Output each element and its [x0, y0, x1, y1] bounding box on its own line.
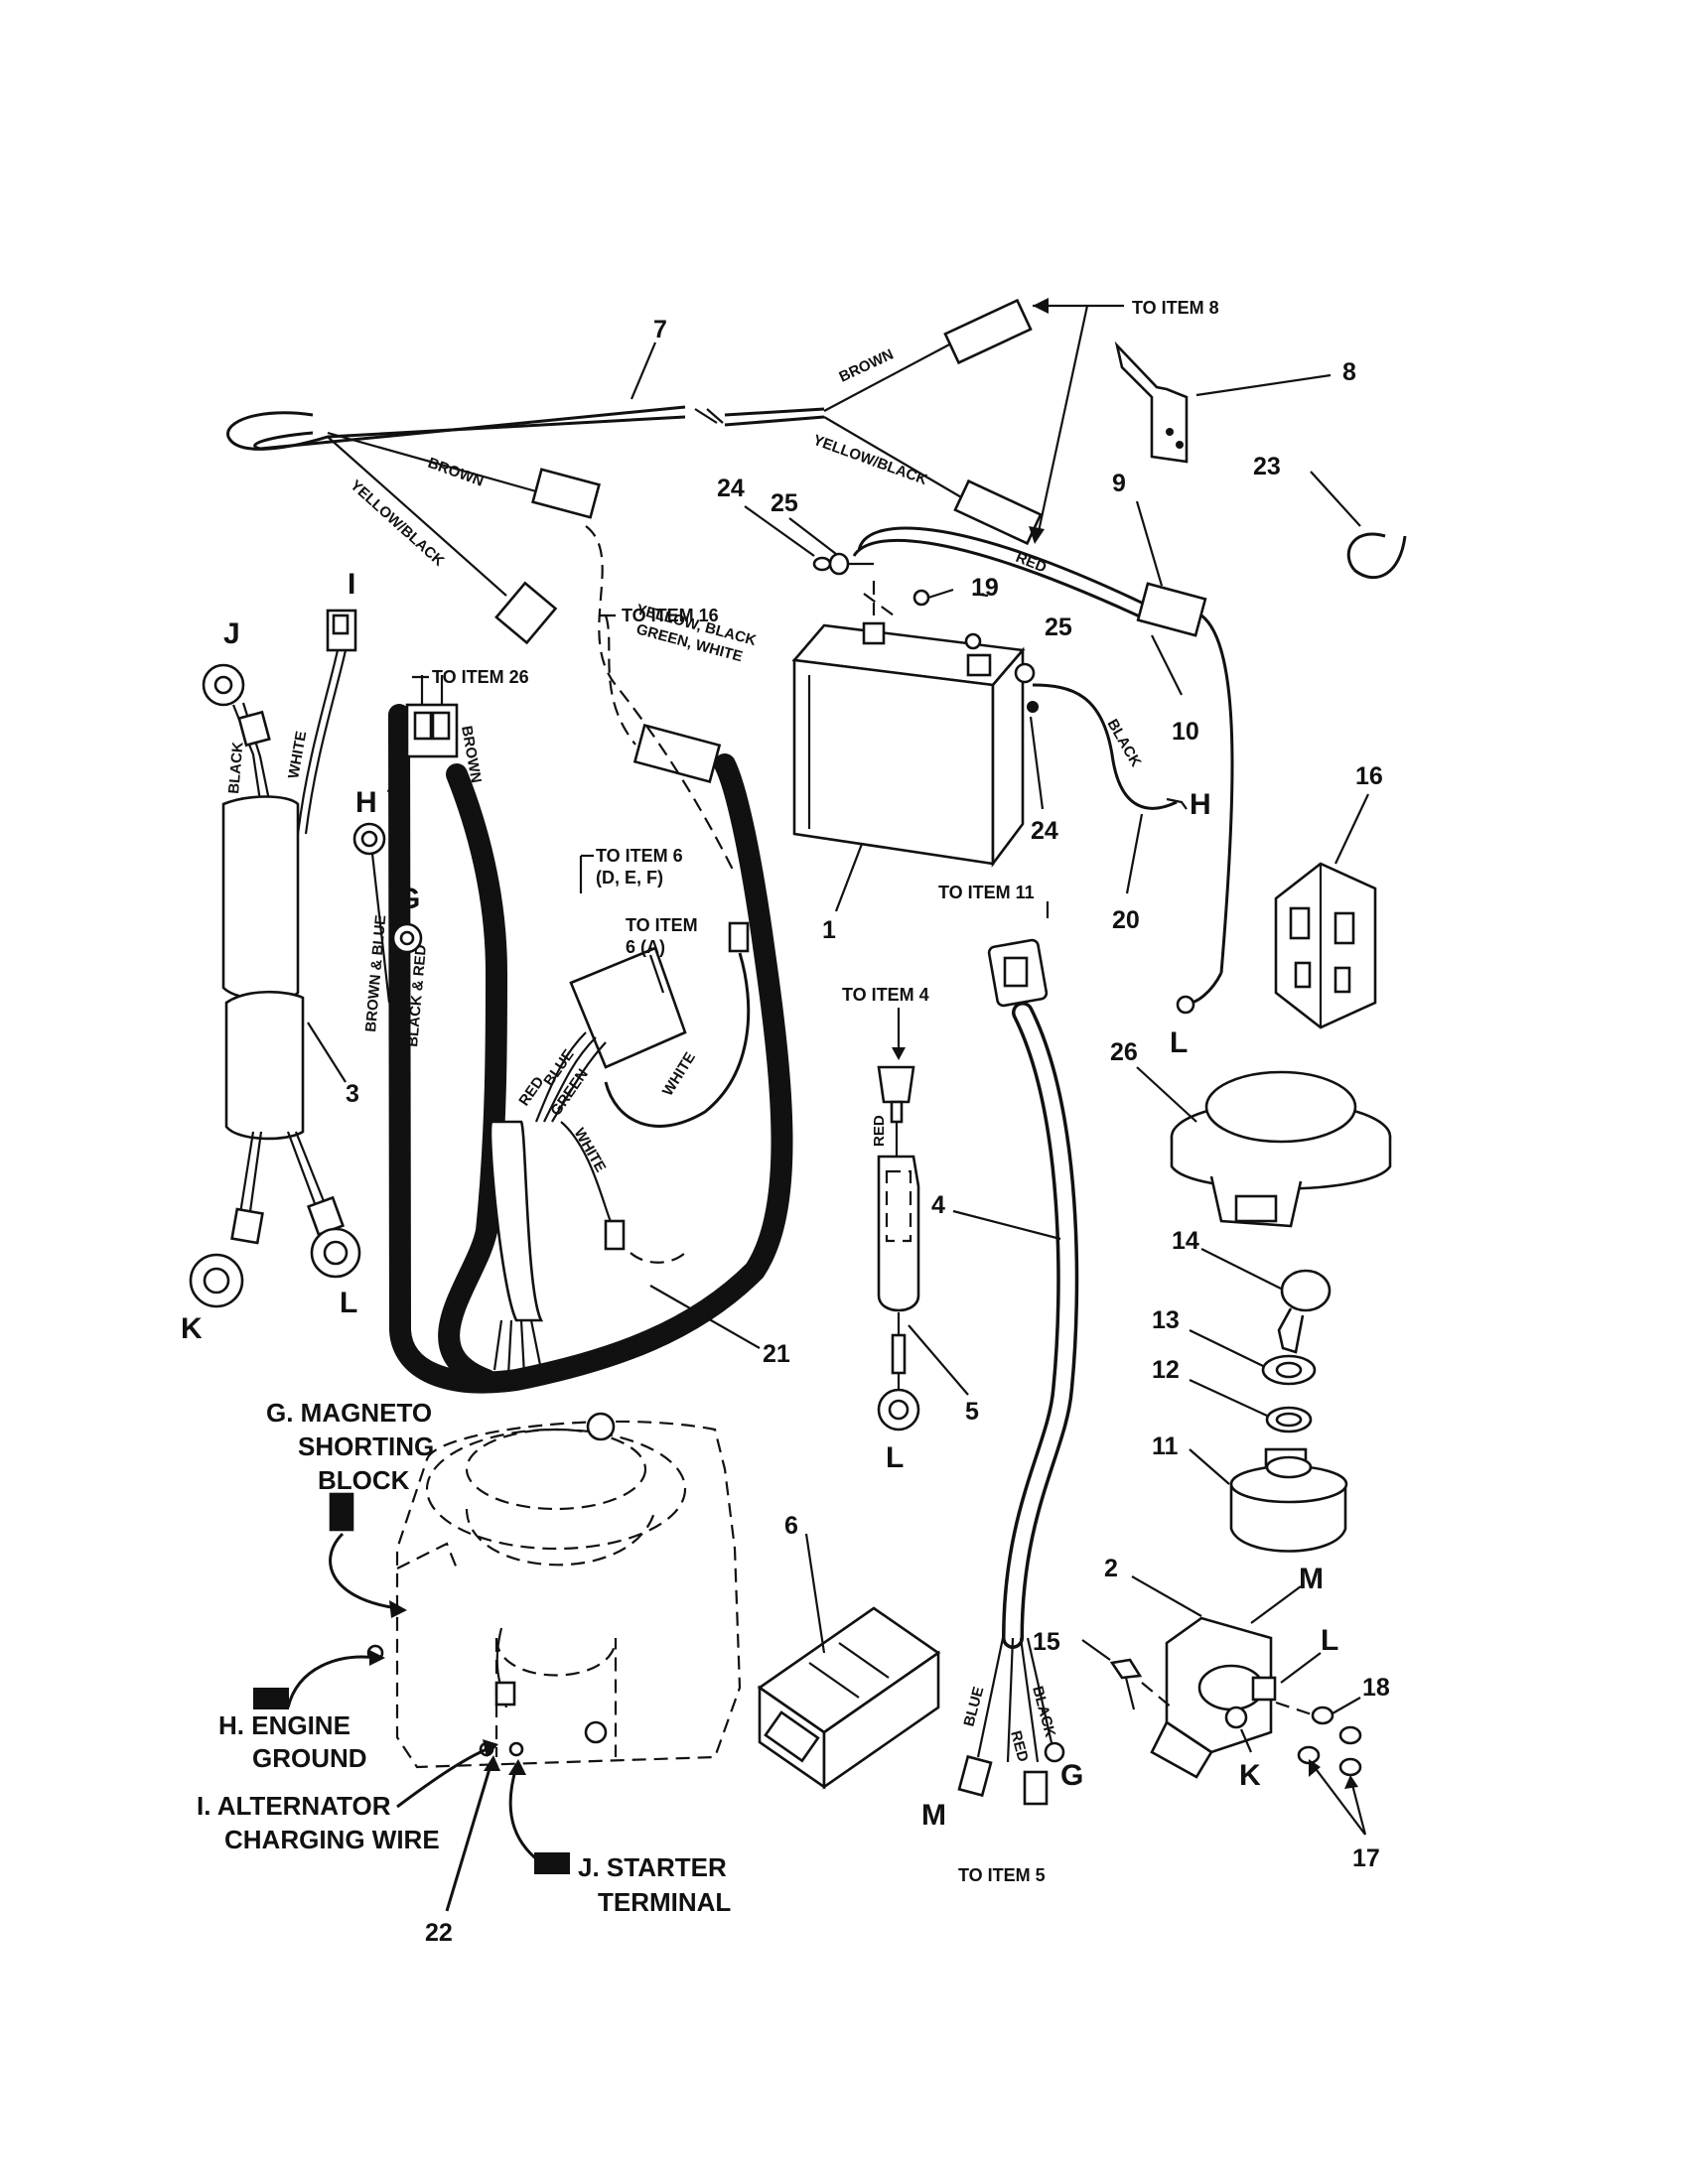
label-h-engine-1: H. ENGINE	[218, 1710, 351, 1740]
key-item-14	[1277, 1269, 1332, 1354]
relay-item-16	[1274, 862, 1377, 1029]
ground-leads-h-g	[352, 822, 423, 1004]
wire-label-brown-left: BROWN	[426, 455, 487, 490]
callout-22: 22	[425, 1919, 453, 1947]
callout-1: 1	[822, 916, 836, 944]
wire-label-yellow-black-top: YELLOW/BLACK	[811, 432, 930, 488]
callout-13: 13	[1152, 1306, 1180, 1334]
ref-to-item-6a-1: TO ITEM	[626, 915, 698, 935]
wire-label-brown-top: BROWN	[837, 346, 897, 386]
fuse-item-5	[877, 1065, 920, 1432]
ref-def: (D, E, F)	[596, 868, 663, 887]
callout-17: 17	[1352, 1844, 1380, 1872]
washer-item-12	[1265, 1406, 1313, 1433]
callout-2: 2	[1104, 1555, 1118, 1582]
letter-j-top: J	[223, 617, 240, 650]
label-h-engine-2: GROUND	[252, 1743, 367, 1773]
label-g-magneto-1: G. MAGNETO	[266, 1398, 432, 1428]
ref-to-item-6-def: TO ITEM 6	[596, 846, 683, 866]
letter-h-battery: H	[1190, 788, 1211, 821]
callout-3: 3	[346, 1080, 359, 1108]
connector-item-6	[757, 1606, 941, 1790]
letter-l-fuse: L	[886, 1441, 904, 1474]
wire-label-red-fuse: RED	[871, 1115, 888, 1147]
letter-m-switch: M	[1299, 1563, 1324, 1595]
nut-item-13	[1261, 1354, 1317, 1386]
callout-5: 5	[965, 1398, 979, 1426]
harness-item-7	[226, 298, 1043, 645]
wire-label-white-i: WHITE	[285, 730, 310, 780]
letter-i-top: I	[348, 568, 355, 601]
letter-g-left: G	[397, 883, 420, 915]
letter-g-cable: G	[1060, 1759, 1083, 1792]
callout-24-right: 24	[1031, 817, 1058, 845]
callout-10: 10	[1172, 718, 1199, 746]
callout-26: 26	[1110, 1038, 1138, 1066]
harness-item-21	[388, 675, 793, 1394]
callout-25-top: 25	[771, 489, 798, 517]
callout-9: 9	[1112, 470, 1126, 497]
callout-6: 6	[784, 1512, 798, 1540]
ref-to-item-26: TO ITEM 26	[432, 667, 529, 687]
hardware-24-25-right	[1014, 662, 1188, 810]
fuse-holder-item-9	[1136, 582, 1234, 1015]
ref-to-item-11: TO ITEM 11	[938, 883, 1035, 902]
callout-16: 16	[1355, 762, 1383, 790]
label-g-magneto-2: SHORTING	[298, 1432, 434, 1461]
ref-to-item-4: TO ITEM 4	[842, 985, 929, 1005]
callout-15: 15	[1033, 1628, 1060, 1656]
bracket-item-8	[1114, 341, 1189, 464]
cable-item-4	[957, 938, 1079, 1806]
letter-l-right: L	[1170, 1026, 1188, 1059]
callout-11: 11	[1152, 1433, 1179, 1460]
switch-bracket-item-2	[1150, 1616, 1277, 1779]
cable-item-3	[189, 609, 361, 1308]
letter-k-left: K	[181, 1312, 203, 1345]
ref-to-item-16: TO ITEM 16	[622, 606, 719, 625]
switch-item-26	[1170, 1070, 1392, 1228]
hardware-24-25-top	[812, 552, 874, 576]
label-i-alternator-1: I. ALTERNATOR	[197, 1791, 391, 1821]
wire-label-white-conn: WHITE	[571, 1126, 610, 1175]
callout-12: 12	[1152, 1356, 1180, 1384]
label-j-starter-1: J. STARTER	[578, 1852, 727, 1882]
wire-label-yellow-black-left: YELLOW/BLACK	[347, 477, 447, 570]
callout-21: 21	[763, 1340, 790, 1368]
callout-20: 20	[1112, 906, 1140, 934]
callout-25-right: 25	[1045, 614, 1072, 641]
ref-to-item-6a-2: 6 (A)	[626, 937, 665, 957]
callout-23: 23	[1253, 453, 1281, 480]
battery-item-1	[791, 581, 1026, 868]
callout-7: 7	[653, 316, 667, 343]
label-i-alternator-2: CHARGING WIRE	[224, 1825, 440, 1854]
bolt-item-15	[1109, 1658, 1173, 1710]
clip-item-23	[1346, 532, 1407, 580]
callout-19: 19	[971, 574, 999, 602]
engine-outline	[366, 1412, 742, 1769]
ref-to-item-5: TO ITEM 5	[958, 1865, 1046, 1885]
hardware-17-18	[1275, 1701, 1362, 1777]
label-j-starter-2: TERMINAL	[598, 1887, 731, 1917]
wire-label-white-a: WHITE	[659, 1049, 699, 1099]
ref-to-item-8: TO ITEM 8	[1132, 298, 1219, 318]
label-g-magneto-3: BLOCK	[318, 1465, 410, 1495]
letter-h-left: H	[355, 786, 377, 819]
wire-label-red-cable: RED	[1007, 1729, 1032, 1764]
callout-18: 18	[1362, 1674, 1390, 1702]
ignition-switch-item-11	[1229, 1447, 1348, 1553]
letter-l-left: L	[340, 1287, 357, 1319]
callout-24-top: 24	[717, 475, 745, 502]
wire-label-black-j: BLACK	[225, 741, 247, 794]
letter-k-switch: K	[1239, 1759, 1261, 1792]
letter-m-cable: M	[921, 1799, 946, 1832]
letter-l-switch: L	[1321, 1624, 1338, 1657]
wire-label-blue-cable: BLUE	[960, 1685, 987, 1728]
callout-14: 14	[1172, 1227, 1199, 1255]
callout-4: 4	[931, 1191, 945, 1219]
callout-8: 8	[1342, 358, 1356, 386]
